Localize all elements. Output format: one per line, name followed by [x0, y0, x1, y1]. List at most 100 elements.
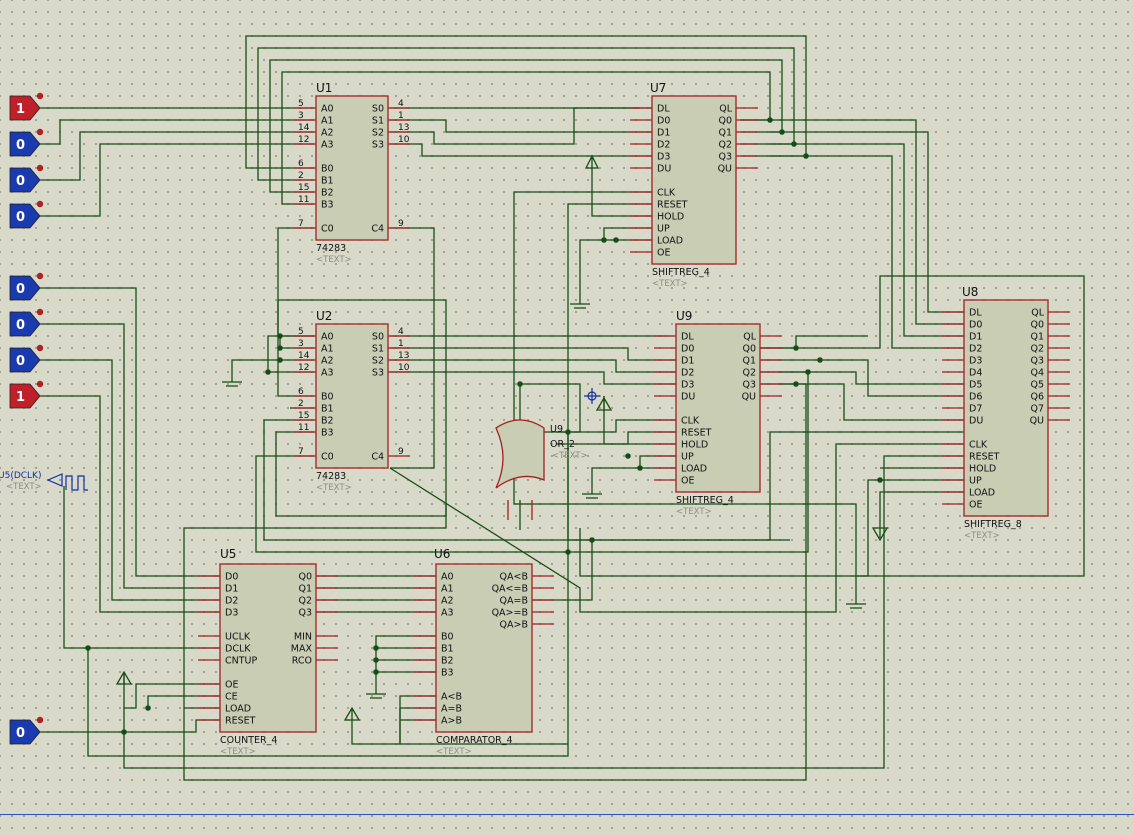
- ground-icon: [222, 376, 242, 387]
- u6-pin-name: QA>=B: [492, 608, 528, 619]
- logic-state-7[interactable]: 1: [9, 380, 44, 409]
- logic-state-2[interactable]: 0: [9, 164, 44, 193]
- logic-state-body: [9, 95, 41, 121]
- u9-type: SHIFTREG_4: [676, 495, 734, 506]
- logic-state-0[interactable]: 1: [9, 92, 44, 121]
- u8-pin-name: D6: [969, 392, 982, 403]
- u2-pin-number: 14: [298, 351, 310, 361]
- u7-pin-name: D1: [657, 128, 670, 139]
- u9-chip[interactable]: U9SHIFTREG_4<TEXT>DLD0D1D2D3DUCLKRESETHO…: [654, 309, 782, 517]
- u5-pin-name: RESET: [225, 716, 256, 727]
- ground-icon: [570, 300, 590, 309]
- logic-state-3[interactable]: 0: [9, 200, 44, 229]
- u8-pin-name: D4: [969, 368, 982, 379]
- u2-chip[interactable]: U274283<TEXT>A05A13A214A312B06B12B215B31…: [294, 309, 410, 493]
- probe-crosshair-icon[interactable]: [584, 388, 600, 404]
- u7-pin-name: Q0: [718, 116, 732, 127]
- logic-state-6[interactable]: 0: [9, 344, 44, 373]
- u8-chip[interactable]: U8SHIFTREG_8<TEXT>DLD0D1D2D3D4D5D6D7DUCL…: [942, 285, 1070, 541]
- logic-state-value: 1: [16, 102, 25, 117]
- u9-pin-name: Q3: [742, 380, 756, 391]
- u6-pin-name: B0: [441, 632, 454, 643]
- clock-arrow-icon: [46, 473, 63, 487]
- u5-pin-name: DCLK: [225, 644, 251, 655]
- clock-label: U5(DCLK): [0, 471, 41, 481]
- u7-pin-name: D2: [657, 140, 670, 151]
- u8-pin-name: Q6: [1030, 392, 1044, 403]
- u8-pin-name: D3: [969, 356, 982, 367]
- u8-pin-name: QL: [1031, 308, 1044, 319]
- u2-pin-number: 13: [398, 351, 409, 361]
- logic-state-5[interactable]: 0: [9, 308, 44, 337]
- u7-pin-name: LOAD: [657, 236, 683, 247]
- logic-state-probe-icon: [36, 380, 44, 388]
- u2-pin-number: 4: [398, 327, 404, 337]
- u9-text: <TEXT>: [676, 507, 712, 517]
- clock-generator[interactable]: U5(DCLK) <TEXT>: [0, 471, 88, 492]
- u1-pin-number: 11: [298, 195, 309, 205]
- or-gate-text: <TEXT>: [552, 451, 588, 461]
- u2-pin-name: A2: [321, 356, 334, 367]
- u1-pin-name: B2: [321, 188, 334, 199]
- components: U174283<TEXT>A05A13A214A312B06B12B215B31…: [198, 81, 1070, 757]
- u9-pin-name: D0: [681, 344, 694, 355]
- u2-text: <TEXT>: [316, 483, 352, 493]
- power-terminal-icon: [343, 706, 361, 721]
- logic-state-value: 1: [16, 390, 25, 405]
- u8-pin-name: UP: [969, 476, 982, 487]
- u1-pin-number: 7: [298, 219, 304, 229]
- u6-pin-name: A>B: [441, 716, 462, 727]
- u5-pin-name: RCO: [292, 656, 312, 667]
- u1-pin-name: C4: [371, 224, 384, 235]
- u2-pin-name: C4: [371, 452, 384, 463]
- u6-pin-name: QA<=B: [492, 584, 528, 595]
- u5-pin-name: UCLK: [225, 632, 251, 643]
- u2-pin-name: S3: [372, 368, 384, 379]
- u8-pin-name: Q2: [1030, 344, 1044, 355]
- u6-text: <TEXT>: [436, 747, 472, 757]
- logic-state-probe-icon: [36, 92, 44, 100]
- u1-pin-name: B3: [321, 200, 334, 211]
- u2-pin-name: S2: [372, 356, 384, 367]
- u5-text: <TEXT>: [220, 747, 256, 757]
- u9-pin-name: UP: [681, 452, 694, 463]
- u7-chip[interactable]: U7SHIFTREG_4<TEXT>DLD0D1D2D3DUCLKRESETHO…: [630, 81, 758, 289]
- u5-pin-name: MIN: [294, 632, 312, 643]
- or-gate[interactable]: U9 OR_2 <TEXT>: [495, 419, 588, 520]
- u9-pin-name: OE: [681, 476, 694, 487]
- u2-pin-number: 7: [298, 447, 304, 457]
- u6-chip[interactable]: U6COMPARATOR_4<TEXT>A0A1A2A3B0B1B2B3A<BA…: [414, 547, 554, 757]
- u2-pin-name: B3: [321, 428, 334, 439]
- logic-state-1[interactable]: 0: [9, 128, 44, 157]
- logic-state-value: 0: [16, 282, 25, 297]
- u8-pin-name: QU: [1030, 416, 1044, 427]
- logic-state-8[interactable]: 0: [9, 716, 44, 745]
- u1-pin-number: 9: [398, 219, 404, 229]
- u6-type: COMPARATOR_4: [436, 735, 513, 746]
- u5-pin-name: D3: [225, 608, 238, 619]
- u9-pin-name: D1: [681, 356, 694, 367]
- u6-pin-name: A=B: [441, 704, 462, 715]
- u7-pin-name: D0: [657, 116, 670, 127]
- logic-state-probe-icon: [36, 200, 44, 208]
- logic-state-value: 0: [16, 354, 25, 369]
- u2-pin-number: 3: [298, 339, 304, 349]
- u1-chip[interactable]: U174283<TEXT>A05A13A214A312B06B12B215B31…: [294, 81, 410, 265]
- u8-pin-name: RESET: [969, 452, 1000, 463]
- logic-state-4[interactable]: 0: [9, 272, 44, 301]
- u8-pin-name: D1: [969, 332, 982, 343]
- u7-pin-name: HOLD: [657, 212, 684, 223]
- u5-chip[interactable]: U5COUNTER_4<TEXT>D0D1D2D3UCLKDCLKCNTUPOE…: [198, 547, 338, 757]
- power-terminal-icon: [871, 527, 889, 542]
- u8-body: [963, 299, 1049, 517]
- u1-pin-name: B1: [321, 176, 334, 187]
- u9-pin-name: Q1: [742, 356, 756, 367]
- u7-pin-name: D3: [657, 152, 670, 163]
- u1-pin-number: 10: [398, 135, 410, 145]
- u9-pin-name: HOLD: [681, 440, 708, 451]
- u1-pin-name: A3: [321, 140, 334, 151]
- u8-pin-name: Q5: [1030, 380, 1044, 391]
- u8-pin-name: HOLD: [969, 464, 996, 475]
